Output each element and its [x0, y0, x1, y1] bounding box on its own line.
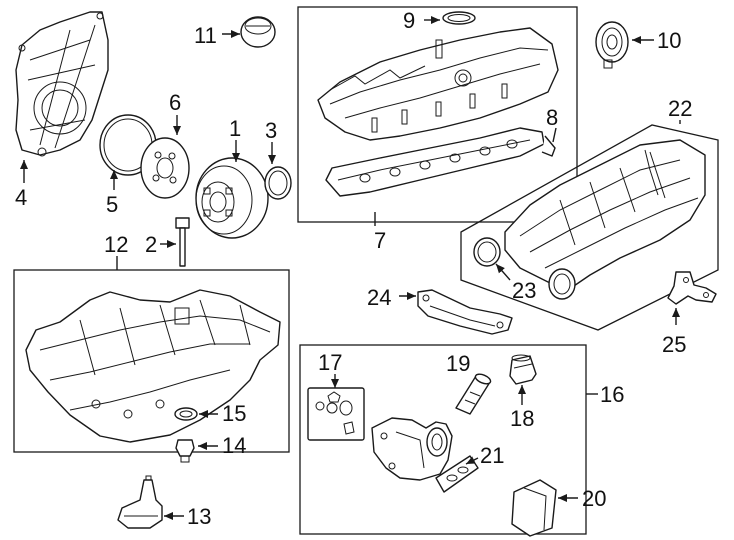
callout-3-label: 3 — [265, 118, 277, 143]
callout-1-label: 1 — [229, 116, 241, 141]
intake-manifold-part[interactable] — [504, 139, 706, 300]
seal-kit-part[interactable] — [307, 387, 365, 441]
callout-14-label: 14 — [222, 433, 246, 458]
drain-plug-part[interactable] — [175, 439, 195, 463]
heat-shield-part[interactable] — [511, 479, 557, 537]
callout-22: 22 — [668, 96, 692, 124]
callout-24: 24 — [367, 285, 416, 310]
callout-13-label: 13 — [187, 504, 211, 529]
group-box-12 — [13, 269, 290, 453]
callout-8: 8 — [546, 105, 558, 143]
callout-10: 10 — [632, 28, 681, 53]
callout-20: 20 — [558, 486, 606, 511]
callout-12: 12 — [104, 232, 128, 270]
callout-19: 19 — [446, 351, 470, 376]
pulley-bolt-part[interactable] — [175, 217, 190, 267]
drain-plug-washer-part[interactable] — [174, 407, 198, 421]
callout-13: 13 — [164, 504, 211, 529]
callout-22-label: 22 — [668, 96, 692, 121]
valve-cover-part[interactable] — [317, 27, 559, 141]
crankshaft-pulley-part[interactable] — [195, 157, 269, 239]
callout-11-label: 11 — [194, 23, 217, 48]
group-box-7 — [297, 6, 578, 223]
callout-23: 23 — [495, 263, 536, 303]
oil-filler-cap-part[interactable] — [240, 16, 276, 48]
callout-5-label: 5 — [106, 192, 118, 217]
trigger-wheel-part[interactable] — [140, 137, 190, 199]
callout-20-label: 20 — [582, 486, 606, 511]
housing-gasket-part[interactable] — [435, 455, 479, 493]
callout-9: 9 — [403, 8, 440, 33]
callout-12-label: 12 — [104, 232, 128, 257]
oil-level-sensor-part[interactable] — [117, 475, 163, 529]
seal-strip-part[interactable] — [541, 135, 556, 157]
callout-17: 17 — [318, 350, 342, 388]
callout-16: 16 — [586, 382, 624, 407]
oil-pan-part[interactable] — [25, 289, 281, 443]
callout-25-label: 25 — [662, 332, 686, 357]
group-box-22 — [460, 124, 719, 331]
oil-filter-element-part[interactable] — [455, 372, 492, 415]
callout-19-label: 19 — [446, 351, 470, 376]
o-ring-part[interactable] — [264, 166, 292, 200]
callout-21-label: 21 — [480, 443, 504, 468]
callout-15-label: 15 — [222, 401, 246, 426]
callout-24-label: 24 — [367, 285, 391, 310]
timing-cover-part[interactable] — [15, 11, 109, 157]
callout-7: 7 — [374, 212, 386, 253]
callout-17-label: 17 — [318, 350, 342, 375]
filler-neck-gasket-part[interactable] — [442, 11, 476, 25]
oil-filter-housing-part[interactable] — [371, 417, 453, 481]
callout-11: 11 — [194, 23, 240, 48]
callout-15: 15 — [199, 401, 246, 426]
callout-16-label: 16 — [600, 382, 624, 407]
callout-2-label: 2 — [145, 232, 157, 257]
callout-6: 6 — [169, 90, 181, 135]
manifold-bracket-part[interactable] — [667, 271, 717, 305]
support-bracket-part[interactable] — [417, 289, 513, 335]
callout-18-label: 18 — [510, 406, 534, 431]
callout-5: 5 — [106, 170, 118, 217]
callout-14: 14 — [198, 433, 246, 458]
callout-21: 21 — [465, 443, 504, 468]
callout-8-label: 8 — [546, 105, 558, 130]
callout-18: 18 — [510, 385, 534, 431]
callout-10-label: 10 — [657, 28, 681, 53]
callout-7-label: 7 — [374, 228, 386, 253]
callout-9-label: 9 — [403, 8, 415, 33]
callout-4: 4 — [15, 160, 28, 210]
callout-1: 1 — [229, 116, 241, 162]
callout-4-label: 4 — [15, 185, 27, 210]
callout-6-label: 6 — [169, 90, 181, 115]
actuator-part[interactable] — [595, 21, 629, 69]
callout-23-label: 23 — [512, 278, 536, 303]
manifold-seal-part[interactable] — [473, 237, 501, 267]
callout-3: 3 — [265, 118, 277, 164]
callout-2: 2 — [145, 232, 176, 257]
valve-cover-gasket-part[interactable] — [325, 127, 545, 197]
callout-25: 25 — [662, 308, 686, 357]
oil-filter-cap-part[interactable] — [509, 354, 537, 385]
group-box-16 — [299, 344, 587, 535]
